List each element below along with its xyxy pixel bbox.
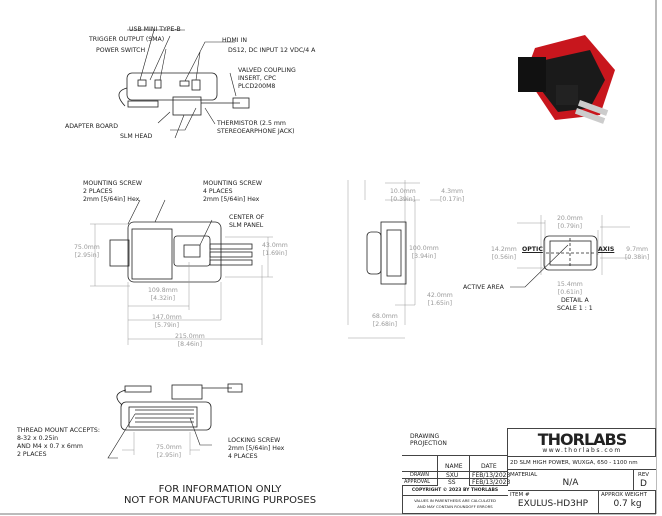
description: 2D SLM HIGH POWER, WUXGA, 650 - 1100 nm: [510, 460, 638, 466]
approval-name: SS: [448, 479, 456, 486]
material-label: MATERIAL: [510, 472, 538, 478]
date-header: DATE: [481, 463, 497, 470]
thorlabs-logo: THORLABS: [537, 430, 628, 449]
dim-42: 42.0mm[1.65in]: [427, 292, 453, 307]
dim-4-3: 4.3mm[0.17in]: [440, 188, 465, 203]
dim-75-height: 75.0mm[2.95in]: [74, 244, 100, 259]
dim-75-bottom: 75.0mm[2.95in]: [156, 444, 182, 459]
drawn-name: SXU: [446, 472, 459, 479]
item-label: ITEM #: [510, 492, 530, 498]
rev-value: D: [640, 479, 647, 489]
dim-9-7: 9.7mm[0.38in]: [625, 246, 650, 261]
weight-value: 0.7 kg: [613, 499, 642, 509]
approval-date: FEB/13/2023: [472, 479, 511, 486]
approval-label: APPROVAL: [404, 479, 431, 485]
detail-a-device: [543, 235, 598, 271]
side-view-device: [366, 221, 407, 285]
callout-power-switch: POWER SWITCH: [96, 47, 146, 54]
callout-active-area: ACTIVE AREA: [463, 284, 504, 291]
dim-100: 100.0mm[3.94in]: [409, 245, 439, 260]
rev-label: REV: [638, 472, 650, 478]
dim-109-8: 109.8mm[4.32in]: [148, 287, 178, 302]
dim-15-4: 15.4mm[0.61in]: [557, 281, 583, 296]
callout-usb: USB MINI TYPE-B: [129, 26, 181, 33]
dim-14-2: 14.2mm[0.56in]: [491, 246, 517, 261]
callout-ds12: DS12, DC INPUT 12 VDC/4 A: [228, 47, 316, 54]
label-axis: AXIS: [598, 246, 615, 253]
callout-slm-head: SLM HEAD: [120, 133, 153, 140]
callout-trigger: TRIGGER OUTPUT (SMA): [89, 36, 165, 43]
top-view-device: [118, 72, 250, 116]
website: www.thorlabs.com: [542, 447, 622, 454]
dim-215: 215.0mm[8.46in]: [175, 333, 205, 348]
dim-68: 68.0mm[2.68in]: [372, 313, 398, 328]
name-header: NAME: [445, 463, 463, 470]
dim-43: 43.0mm[1.69in]: [262, 242, 288, 257]
dim-20: 20.0mm[0.79in]: [557, 215, 583, 230]
weight-label: APPROX WEIGHT: [601, 492, 648, 498]
material-value: N/A: [562, 478, 579, 488]
device-3d-render: [518, 35, 615, 124]
dim-10: 10.0mm[0.39in]: [390, 188, 416, 203]
drawn-date: FEB/13/2023: [472, 472, 511, 479]
callout-hdmi: HDMI IN: [222, 37, 248, 44]
front-view-device: [109, 221, 253, 283]
item-number: EXULUS-HD3HP: [517, 499, 589, 509]
callout-adapter-board: ADAPTER BOARD: [65, 123, 119, 130]
copyright: COPYRIGHT © 2023 BY THORLABS: [411, 488, 499, 493]
bottom-view-device: [107, 383, 243, 459]
dim-147: 147.0mm[5.79in]: [152, 314, 182, 329]
label-optic: OPTIC: [522, 246, 543, 253]
drawn-label: DRAWN: [410, 472, 429, 478]
